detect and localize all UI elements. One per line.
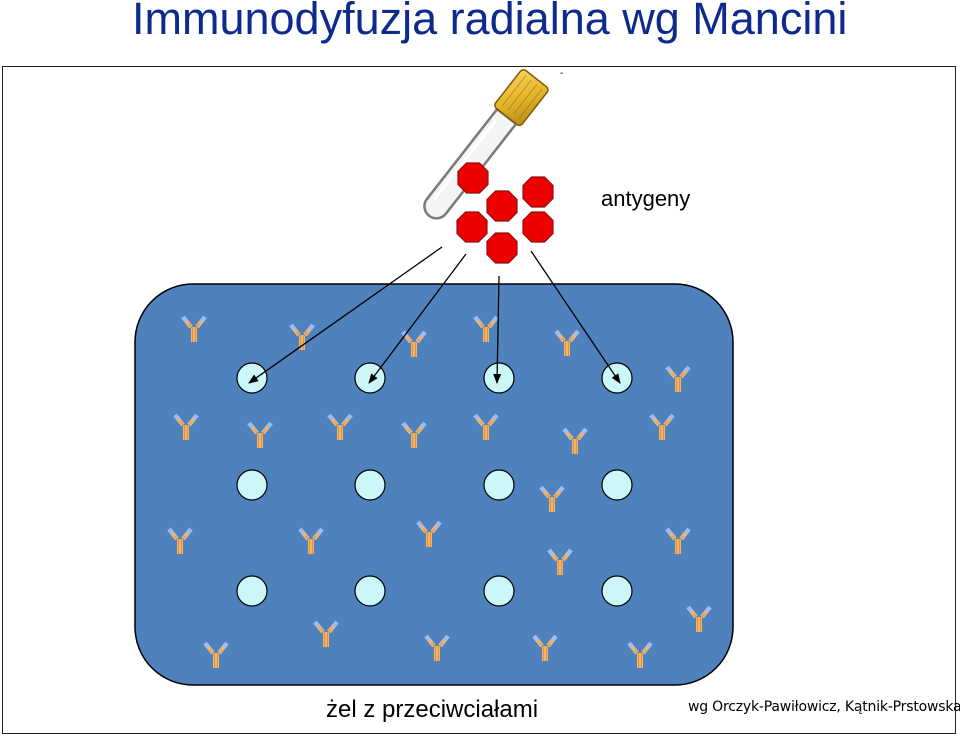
antigens-label: antygeny	[601, 186, 690, 212]
antigen-octagon-icon	[457, 212, 487, 242]
gel-well	[237, 576, 267, 606]
antigen-octagon-icon	[487, 191, 517, 221]
gel-well	[602, 576, 632, 606]
antigen-octagon-icon	[458, 163, 488, 193]
antigen-octagon-icon	[523, 177, 553, 207]
gel-well	[484, 576, 514, 606]
gel-well	[602, 470, 632, 500]
gel-plate	[135, 284, 733, 685]
gel-well	[237, 363, 267, 393]
gel-well	[484, 470, 514, 500]
gel-well	[355, 470, 385, 500]
gel-well	[237, 470, 267, 500]
tube-mark: -	[560, 68, 563, 79]
antigen-octagon-icon	[487, 233, 517, 263]
gel-label: żel z przeciwciałami	[326, 696, 538, 724]
antigen-cluster	[457, 163, 553, 263]
gel-well	[355, 576, 385, 606]
gel-well	[484, 363, 514, 393]
credit-note: wg Orczyk-Pawiłowicz, Kątnik-Prstowska	[688, 699, 960, 715]
antigen-octagon-icon	[523, 212, 553, 242]
